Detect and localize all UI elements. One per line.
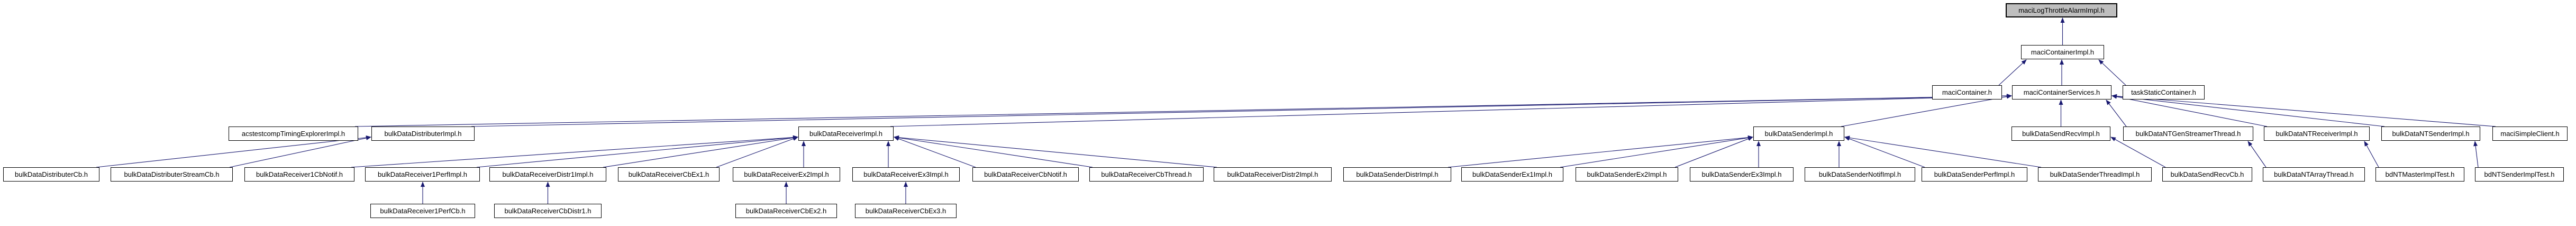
edge (2106, 100, 2127, 127)
graph-node-bulkdatasenderperfimpl[interactable]: bulkDataSenderPerfImpl.h (1922, 167, 2027, 182)
graph-node-bulkdatasenderex1impl[interactable]: bulkDataSenderEx1Impl.h (1461, 167, 1563, 182)
graph-node-bulkdatareceivercbthread[interactable]: bulkDataReceiverCbThread.h (1089, 167, 1204, 182)
edge (1448, 135, 1753, 168)
graph-node-bulkdatasenderthreadimpl[interactable]: bulkDataSenderThreadImpl.h (2038, 167, 2152, 182)
graph-node-bulkdatareceiver1cbnotif[interactable]: bulkDataReceiver1CbNotif.h (244, 167, 354, 182)
edge (2110, 137, 2166, 168)
graph-node-bulkdatareceiverimpl[interactable]: bulkDataReceiverImpl.h (798, 126, 894, 141)
graph-node-bulkdatantsenderimpl[interactable]: bulkDataNTSenderImpl.h (2381, 126, 2480, 141)
graph-node-bulkdatareceiverex2impl[interactable]: bulkDataReceiverEx2Impl.h (733, 167, 840, 182)
graph-node-bulkdatadistributercb[interactable]: bulkDataDistributerCb.h (3, 167, 99, 182)
edge (894, 135, 1093, 168)
edge (2247, 141, 2266, 168)
graph-node-bulkdatadistributerimpl[interactable]: bulkDataDistributerImpl.h (371, 126, 475, 141)
graph-node-bulkdatareceiverdistr2impl[interactable]: bulkDataReceiverDistr2Impl.h (1214, 167, 1332, 182)
graph-node-bulkdatantreceiverimpl[interactable]: bulkDataNTReceiverImpl.h (2264, 126, 2370, 141)
edge (1998, 59, 2027, 86)
edge (894, 137, 976, 168)
graph-node-macicontainerimpl[interactable]: maciContainerImpl.h (2021, 45, 2104, 59)
edge (894, 135, 1217, 168)
edge (603, 135, 798, 168)
edge (351, 135, 798, 168)
edge (1674, 137, 1753, 168)
graph-node-bdntmasterimpltest[interactable]: bdNTMasterImplTest.h (2375, 167, 2464, 182)
graph-node-bulkdatasenderex3impl[interactable]: bulkDataSenderEx3Impl.h (1690, 167, 1794, 182)
graph-node-bulkdatantgenstreamerthread[interactable]: bulkDataNTGenStreamerThread.h (2123, 126, 2253, 141)
edge (2473, 141, 2479, 168)
graph-node-bulkdatasenderimpl[interactable]: bulkDataSenderImpl.h (1753, 126, 1844, 141)
graph-node-bulkdatareceivercbdistr1[interactable]: bulkDataReceiverCbDistr1.h (494, 204, 602, 218)
graph-node-acstestcomptimingexplorerimpl[interactable]: acstestcompTimingExplorerImpl.h (229, 126, 358, 141)
edge (2111, 94, 2385, 127)
edge (354, 94, 2012, 127)
graph-node-macicontainer[interactable]: maciContainer.h (1932, 85, 2002, 100)
graph-node-bulkdatasendrecvimpl[interactable]: bulkDataSendRecvImpl.h (2011, 126, 2110, 141)
graph-node-bulkdatantarraythread[interactable]: bulkDataNTArrayThread.h (2263, 167, 2365, 182)
edge (96, 135, 371, 168)
edge (2111, 94, 2496, 127)
edge (1841, 94, 2012, 127)
edge (471, 94, 2012, 127)
graph-node-bulkdatareceivercbex2[interactable]: bulkDataReceiverCbEx2.h (735, 204, 837, 218)
graph-root-node-macilogthrottlealarmimpl: maciLogThrottleAlarmImpl.h (2006, 3, 2117, 17)
graph-node-bulkdatadistributerstreamcb[interactable]: bulkDataDistributerStreamCb.h (111, 167, 233, 182)
edge (1844, 137, 1925, 168)
graph-node-bulkdatasendernotifimpl[interactable]: bulkDataSenderNotifImpl.h (1805, 167, 1915, 182)
graph-node-bulkdatareceiverdistr1impl[interactable]: bulkDataReceiverDistr1Impl.h (489, 167, 606, 182)
edge (890, 94, 2012, 127)
graph-node-macisimpleclient[interactable]: maciSimpleClient.h (2492, 126, 2568, 141)
graph-node-taskstaticcontainer[interactable]: taskStaticContainer.h (2123, 85, 2205, 100)
edge (229, 135, 371, 168)
edge (1560, 135, 1753, 168)
graph-node-bulkdatasenderdistrimpl[interactable]: bulkDataSenderDistrImpl.h (1343, 167, 1451, 182)
graph-node-bulkdatareceivercbex3[interactable]: bulkDataReceiverCbEx3.h (855, 204, 957, 218)
graph-node-bulkdatasenderex2impl[interactable]: bulkDataSenderEx2Impl.h (1576, 167, 1678, 182)
edge (1844, 135, 2042, 168)
graph-node-bulkdatareceiver1perfcb[interactable]: bulkDataReceiver1PerfCb.h (370, 204, 475, 218)
edge (2111, 94, 2268, 127)
graph-node-bulkdatareceivercbnotif[interactable]: bulkDataReceiverCbNotif.h (972, 167, 1079, 182)
graph-node-bulkdatareceivercbex1[interactable]: bulkDataReceiverCbEx1.h (618, 167, 720, 182)
graph-node-bulkdatareceiver1perfimpl[interactable]: bulkDataReceiver1PerfImpl.h (365, 167, 480, 182)
edge (2364, 141, 2379, 168)
graph-node-bulkdatasendrecvcb[interactable]: bulkDataSendRecvCb.h (2162, 167, 2252, 182)
graph-node-macicontainerservices[interactable]: maciContainerServices.h (2012, 85, 2111, 100)
graph-node-bdntsenderimpltest[interactable]: bdNTSenderImplTest.h (2475, 167, 2564, 182)
graph-node-bulkdatareceiverex3impl[interactable]: bulkDataReceiverEx3Impl.h (852, 167, 960, 182)
edge (476, 135, 798, 168)
edge (716, 137, 798, 168)
edge (2098, 59, 2126, 86)
